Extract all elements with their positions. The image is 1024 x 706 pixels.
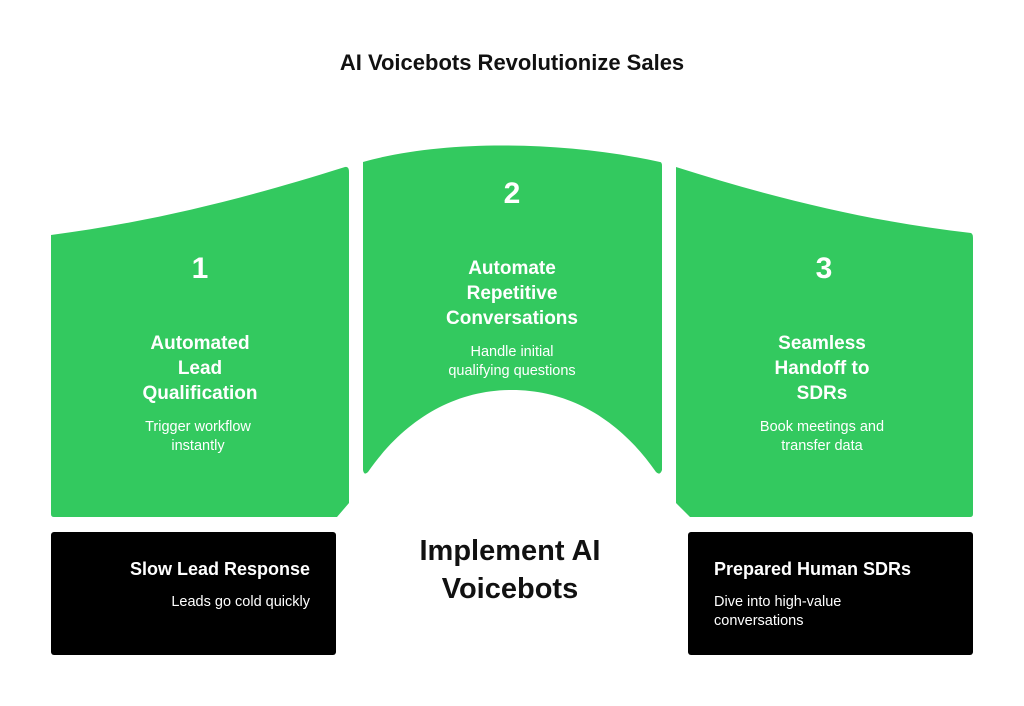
slow-lead-response-box: Slow Lead Response Leads go cold quickly	[51, 532, 336, 655]
panel-2-description: Handle initial qualifying questions	[448, 344, 576, 379]
panel-3-heading: Seamless Handoff to SDRs	[774, 333, 870, 404]
implement-ai-voicebots-label: Implement AI Voicebots	[419, 535, 601, 605]
panel-3-number: 3	[815, 252, 833, 285]
slow-lead-response-description: Leads go cold quickly	[171, 594, 310, 610]
panel-2-shape	[363, 145, 662, 474]
panel-1-number: 1	[191, 252, 209, 285]
panel-3-description: Book meetings and transfer data	[759, 419, 885, 454]
slow-lead-response-title: Slow Lead Response	[129, 559, 310, 579]
panel-1-shape	[51, 166, 349, 517]
prepared-human-sdrs-description: Dive into high-value conversations	[714, 594, 842, 629]
panel-1-heading: Automated Lead Qualification	[142, 333, 258, 404]
diagram-title: AI Voicebots Revolutionize Sales	[339, 50, 685, 75]
panel-2-number: 2	[503, 177, 521, 210]
prepared-human-sdrs-title: Prepared Human SDRs	[714, 559, 912, 579]
panel-2-heading: Automate Repetitive Conversations	[446, 258, 578, 329]
panel-3-shape	[676, 167, 973, 517]
prepared-human-sdrs-box: Prepared Human SDRs Dive into high-value…	[688, 532, 973, 655]
panel-1-description: Trigger workflow instantly	[145, 419, 251, 454]
